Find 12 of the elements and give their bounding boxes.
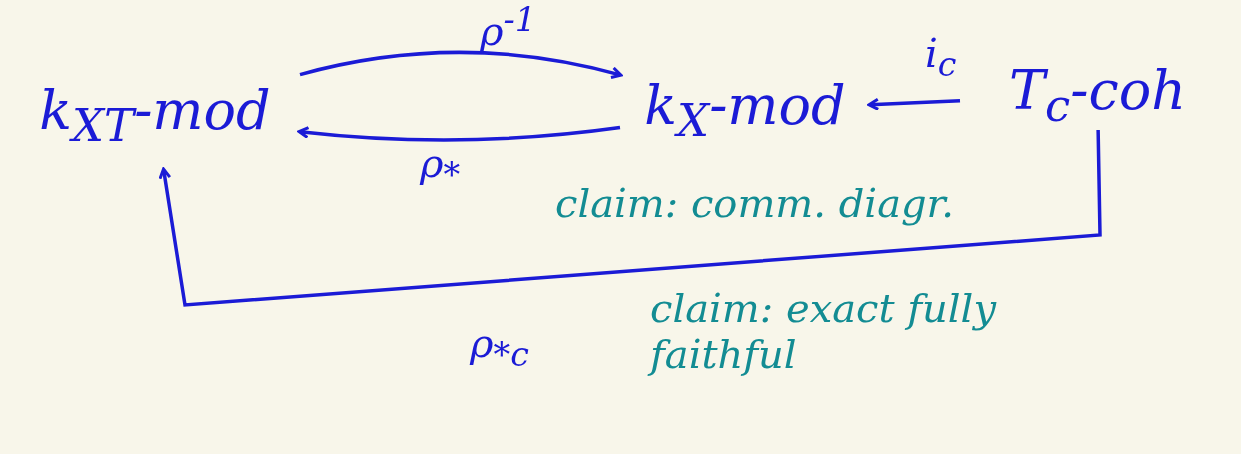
edge-label: i$_{c}$: [925, 30, 957, 84]
arrow: [867, 97, 961, 111]
edge-label: ρ$_{*c}$: [470, 320, 529, 374]
arrow: [158, 129, 1102, 307]
arrow: [297, 125, 621, 142]
arrow: [299, 50, 623, 80]
math-label: T$_{c}$-coh: [1009, 58, 1186, 132]
math-label: k$_{X}$-mod: [644, 73, 846, 147]
edge-label: ρ$_{*}$: [420, 140, 461, 194]
math-label: k$_{XT}$-mod: [39, 78, 271, 152]
note-text: claim: comm. diagr.: [555, 180, 956, 226]
edge-label: ρ$^{-1}$: [480, 0, 536, 55]
